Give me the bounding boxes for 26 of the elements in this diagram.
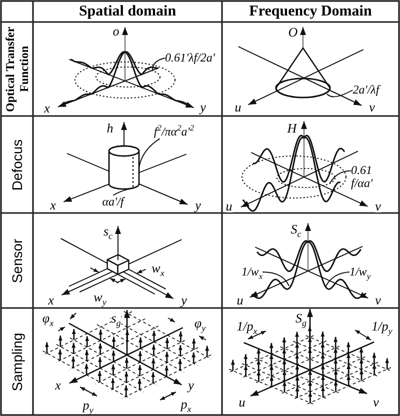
dimension-label: 1/p$_{x}$ xyxy=(236,320,258,332)
leader-line xyxy=(326,272,350,286)
axis-label: H xyxy=(287,122,297,134)
formula-label: 2a'/λf xyxy=(352,83,380,97)
leader-line xyxy=(330,170,352,184)
formula-label: 0.61 f/αa' xyxy=(351,164,375,190)
axis-label: S$_{c}$ xyxy=(290,222,302,236)
row-header: Optical Transfer Function xyxy=(3,25,31,114)
formula-label: 1/w$_{x}$ xyxy=(241,265,263,279)
column-header: Frequency Domain xyxy=(249,4,372,19)
row-header: Sampling xyxy=(10,332,24,391)
leader-line xyxy=(326,90,354,98)
row-header: Defocus xyxy=(10,138,24,190)
axis-label: h xyxy=(106,122,114,134)
leader-line xyxy=(152,58,166,72)
leader-line xyxy=(262,272,290,286)
cylinder xyxy=(108,145,140,190)
row-header: Sensor xyxy=(10,238,24,283)
leader-line xyxy=(138,138,160,168)
formula-label: 1/w$_{y}$ xyxy=(349,265,371,279)
axis-label: O xyxy=(288,26,298,38)
column-header: Spatial domain xyxy=(78,4,176,19)
formula-label: f$^{2}$/πα$^{2}$a'$^{2}$ xyxy=(154,125,194,139)
formula-label: 0.61'λf/2a' xyxy=(165,51,215,65)
leader-line xyxy=(112,188,134,196)
formula-label: αa'/f xyxy=(102,195,124,209)
